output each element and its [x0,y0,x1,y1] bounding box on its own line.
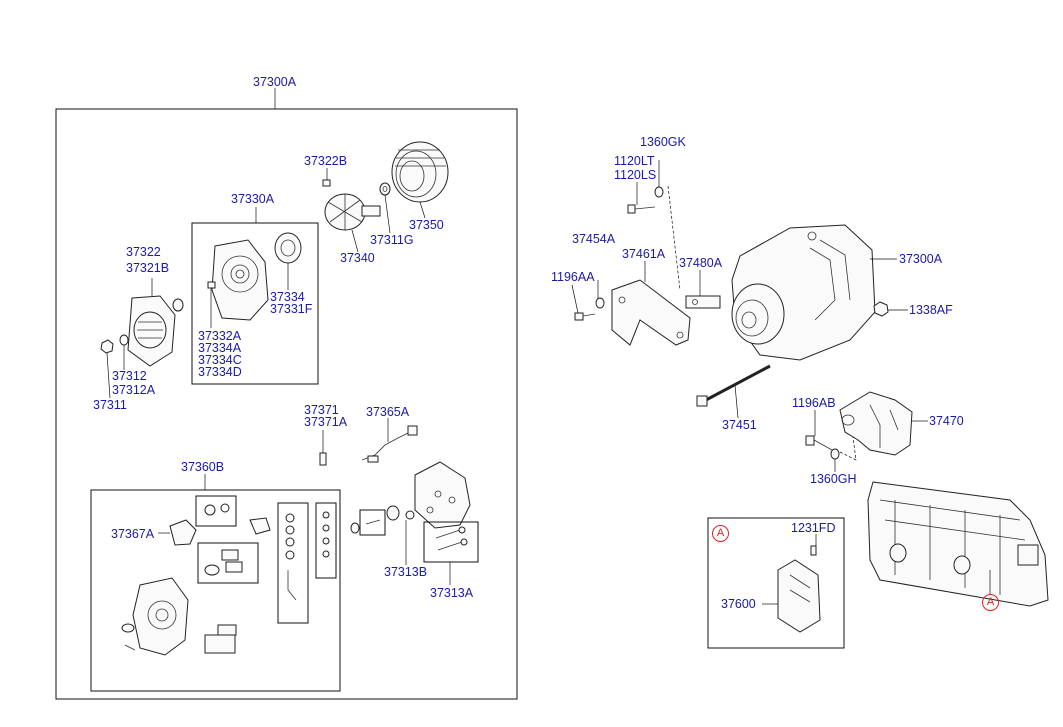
assembly-box-A[interactable] [707,517,845,649]
misc-parts-37360[interactable] [121,623,237,654]
label-37300A-right[interactable]: 37300A [899,252,943,266]
bolt-1120LT[interactable] [627,160,681,291]
label-37454A[interactable]: 37454A [572,232,616,246]
label-37331F[interactable]: 37331F [270,302,313,316]
adjuster-37480A[interactable] [685,270,721,309]
bracket-37470[interactable] [839,391,928,456]
label-37480A[interactable]: 37480A [679,256,723,270]
key-37322B[interactable] [322,168,331,187]
bolt-1196AA[interactable] [571,280,605,321]
label-37470[interactable]: 37470 [929,414,964,428]
label-37600[interactable]: 37600 [721,597,756,611]
bracket-37461A[interactable] [611,261,691,346]
label-37365A[interactable]: 37365A [366,405,410,419]
label-37322B[interactable]: 37322B [304,154,348,168]
bolt-37332A[interactable] [207,281,216,328]
nut-37311[interactable] [100,339,114,399]
label-37322[interactable]: 37322 [126,245,161,259]
label-37334D[interactable]: 37334D [198,365,242,379]
label-37334[interactable]: 37334 [270,290,305,304]
label-1231FD[interactable]: 1231FD [791,521,836,535]
label-37312[interactable]: 37312 [112,369,147,383]
connector-37371[interactable] [319,430,327,466]
label-1196AB[interactable]: 1196AB [792,396,836,410]
label-37350[interactable]: 37350 [409,218,444,232]
washer-37312[interactable] [119,334,129,370]
rear-housing-37360[interactable] [132,577,189,656]
bearing-37334[interactable] [274,232,302,290]
label-1338AF[interactable]: 1338AF [909,303,953,317]
brush-holder-37367A[interactable] [158,519,197,546]
bolt-1196AB[interactable] [805,410,857,472]
label-1120LT[interactable]: 1120LT [614,154,655,168]
subkit-box-2[interactable] [197,542,259,584]
label-37371A[interactable]: 37371A [304,415,348,429]
assembly-box-37313A[interactable] [423,521,479,585]
assembly-box-37330A [191,207,319,385]
label-37311[interactable]: 37311 [93,398,127,412]
assembly-box-37300A [55,88,518,700]
label-37451[interactable]: 37451 [722,418,757,432]
bolt-37451[interactable] [696,364,771,419]
reference-marker-box[interactable]: A [712,525,729,542]
reference-marker-bus[interactable]: A [982,594,999,611]
label-37334A[interactable]: 37334A [198,341,242,355]
label-37330A[interactable]: 37330A [231,192,275,206]
bolt-group-small[interactable] [350,509,386,536]
washer-37311G[interactable] [379,182,391,234]
nut-1338AF[interactable] [873,301,908,317]
assembly-box-37360B [90,474,341,692]
label-37311G[interactable]: 37311G [370,233,414,247]
label-37334C[interactable]: 37334C [198,353,242,367]
bus-illustration [867,481,1049,607]
subkit-box-1[interactable] [195,495,237,527]
harness-37365A[interactable] [361,418,418,463]
label-37313A[interactable]: 37313A [430,586,474,600]
label-1120LS[interactable]: 1120LS [614,168,657,182]
label-37367A[interactable]: 37367A [111,527,155,541]
subkit-strip-2[interactable] [315,502,337,579]
label-37371[interactable]: 37371 [304,403,339,417]
washer-37313B[interactable] [386,505,415,565]
subkit-strip-1[interactable] [277,502,309,624]
label-37360B[interactable]: 37360B [181,460,225,474]
alternator-37300A[interactable] [731,224,897,361]
label-37340[interactable]: 37340 [340,251,375,265]
label-37300A-top[interactable]: 37300A [253,75,297,89]
label-37312A[interactable]: 37312A [112,383,156,397]
label-37461A[interactable]: 37461A [622,247,666,261]
fan-37322[interactable] [127,278,184,367]
label-1196AA[interactable]: 1196AA [551,270,595,284]
rear-bracket[interactable] [414,461,471,529]
label-37321B[interactable]: 37321B [126,261,170,275]
pulley-37350[interactable] [391,141,449,219]
label-1360GK[interactable]: 1360GK [640,135,686,149]
rotor-37340[interactable] [324,193,381,253]
housing-37330A[interactable] [211,239,269,321]
label-37313B[interactable]: 37313B [384,565,428,579]
label-37332A[interactable]: 37332A [198,329,242,343]
label-1360GH[interactable]: 1360GH [810,472,857,486]
clip-part[interactable] [249,517,271,535]
